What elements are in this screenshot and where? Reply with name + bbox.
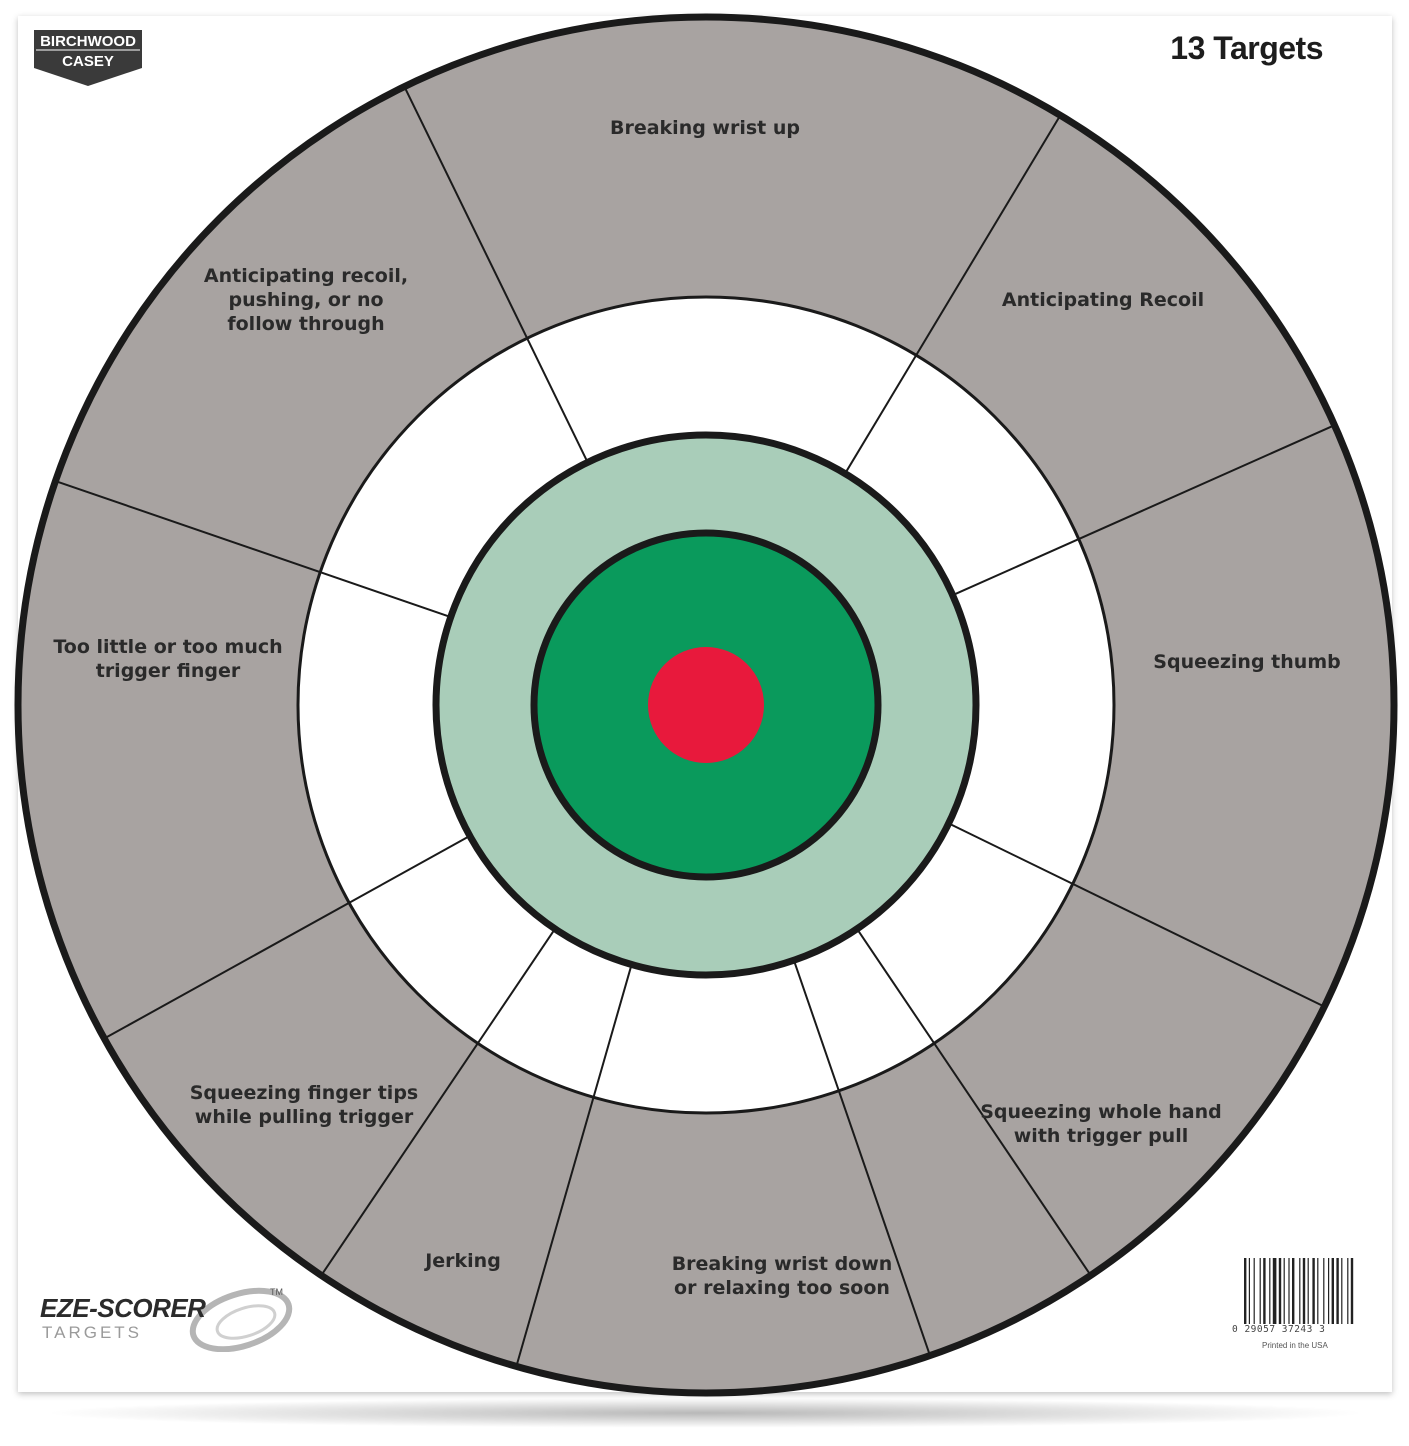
segment-divider <box>55 480 452 619</box>
barcode-bar <box>1292 1258 1295 1324</box>
segment-divider <box>320 928 556 1276</box>
target-count-title: 13 Targets <box>1170 30 1323 66</box>
segment-dividers <box>55 86 1335 1367</box>
segment-label: Breaking wrist up <box>610 117 800 139</box>
printed-in-usa: Printed in the USA <box>1262 1341 1328 1350</box>
barcode-bar <box>1283 1258 1285 1324</box>
segment-label-line: Squeezing finger tips <box>190 1082 418 1104</box>
eze-scorer-logo-subtext: TARGETS <box>42 1323 143 1342</box>
segment-label-line: Squeezing whole hand <box>980 1101 1222 1123</box>
barcode-bar <box>1259 1258 1261 1324</box>
segment-divider <box>103 835 471 1040</box>
segment-label-line: Breaking wrist up <box>610 117 800 139</box>
segment-label-line: Breaking wrist down <box>672 1253 893 1275</box>
segment-label-line: with trigger pull <box>1014 1125 1188 1147</box>
birchwood-casey-logo: BIRCHWOOD CASEY <box>34 30 142 86</box>
segment-label-line: Anticipating recoil, <box>204 265 408 287</box>
barcode-bar <box>1350 1258 1354 1324</box>
segment-label-line: or relaxing too soon <box>674 1277 890 1299</box>
barcode-bar <box>1278 1258 1282 1324</box>
segment-labels: Breaking wrist up Anticipating RecoilSque… <box>53 117 1340 1299</box>
segment-label: Anticipating Recoil <box>1002 289 1204 311</box>
barcode-bar <box>1263 1258 1266 1324</box>
segment-divider <box>856 928 1092 1276</box>
barcode-bar <box>1269 1258 1271 1324</box>
barcode-bar <box>1244 1258 1247 1324</box>
barcode-bar <box>1307 1258 1309 1324</box>
bullseye <box>648 647 764 763</box>
barcode-bar <box>1299 1258 1301 1324</box>
segment-label-line: pushing, or no <box>228 289 383 311</box>
barcode-bar <box>1336 1258 1339 1324</box>
eze-scorer-swoosh-icon <box>189 1287 293 1352</box>
target-rings <box>14 13 1398 1397</box>
barcode-number: 0 29057 37243 3 <box>1232 1324 1326 1335</box>
trademark-mark: TM <box>270 1287 283 1297</box>
segment-label-line: Jerking <box>423 1250 501 1272</box>
segment-label-line: Too little or too much <box>53 636 282 658</box>
segment-divider <box>515 964 633 1367</box>
barcode-bar <box>1253 1258 1255 1324</box>
segment-label: Squeezing thumb <box>1153 651 1340 673</box>
barcode-bar <box>1328 1258 1330 1324</box>
segment-divider <box>844 114 1062 475</box>
brand-line1: BIRCHWOOD <box>40 33 136 50</box>
segment-label-line: Anticipating Recoil <box>1002 289 1204 311</box>
segment-divider <box>403 86 589 463</box>
brand-line2: CASEY <box>62 53 114 70</box>
segment-label-line: Squeezing thumb <box>1153 651 1340 673</box>
segment-label-line: while pulling trigger <box>195 1106 414 1128</box>
barcode-bar <box>1288 1258 1290 1324</box>
segment-divider <box>948 822 1325 1008</box>
sheet-shadow <box>40 1398 1370 1428</box>
barcode-bar <box>1331 1258 1334 1324</box>
barcode-bar <box>1341 1258 1343 1324</box>
segment-divider <box>952 424 1335 597</box>
barcode-bar <box>1248 1258 1250 1324</box>
barcode-bar <box>1312 1258 1315 1324</box>
barcode-bar <box>1302 1258 1306 1324</box>
eze-scorer-logo-text: EZE-SCORER <box>40 1293 206 1323</box>
barcode-bar <box>1317 1258 1319 1324</box>
segment-divider <box>792 959 931 1356</box>
barcode-bar <box>1347 1258 1349 1324</box>
barcode-bar <box>1323 1258 1325 1324</box>
upc-barcode <box>1244 1258 1354 1324</box>
segment-label-line: trigger finger <box>96 660 241 682</box>
segment-label-line: follow through <box>227 313 384 335</box>
barcode-bar <box>1272 1258 1277 1324</box>
segment-label: Jerking <box>423 1250 501 1272</box>
